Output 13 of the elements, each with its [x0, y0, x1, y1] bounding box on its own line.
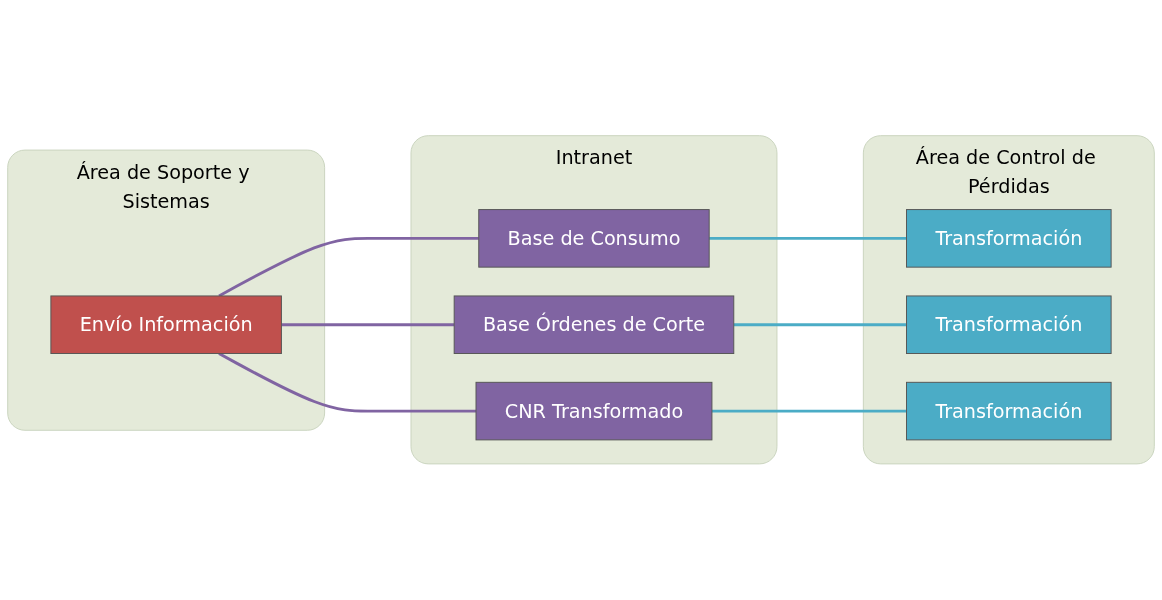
connector	[218, 237, 479, 298]
node-box: Transformación	[906, 295, 1112, 355]
connector	[709, 237, 907, 240]
connector	[281, 323, 455, 327]
node-box: Envío Información	[50, 295, 282, 355]
node-box: CNR Transformado	[475, 382, 713, 441]
connector	[733, 323, 907, 327]
connector	[711, 409, 907, 413]
node-box: Base de Consumo	[478, 209, 710, 268]
node-box: Transformación	[906, 382, 1112, 441]
node-box: Base Órdenes de Corte	[453, 295, 735, 355]
connector	[218, 352, 476, 413]
node-box: Transformación	[906, 209, 1112, 268]
